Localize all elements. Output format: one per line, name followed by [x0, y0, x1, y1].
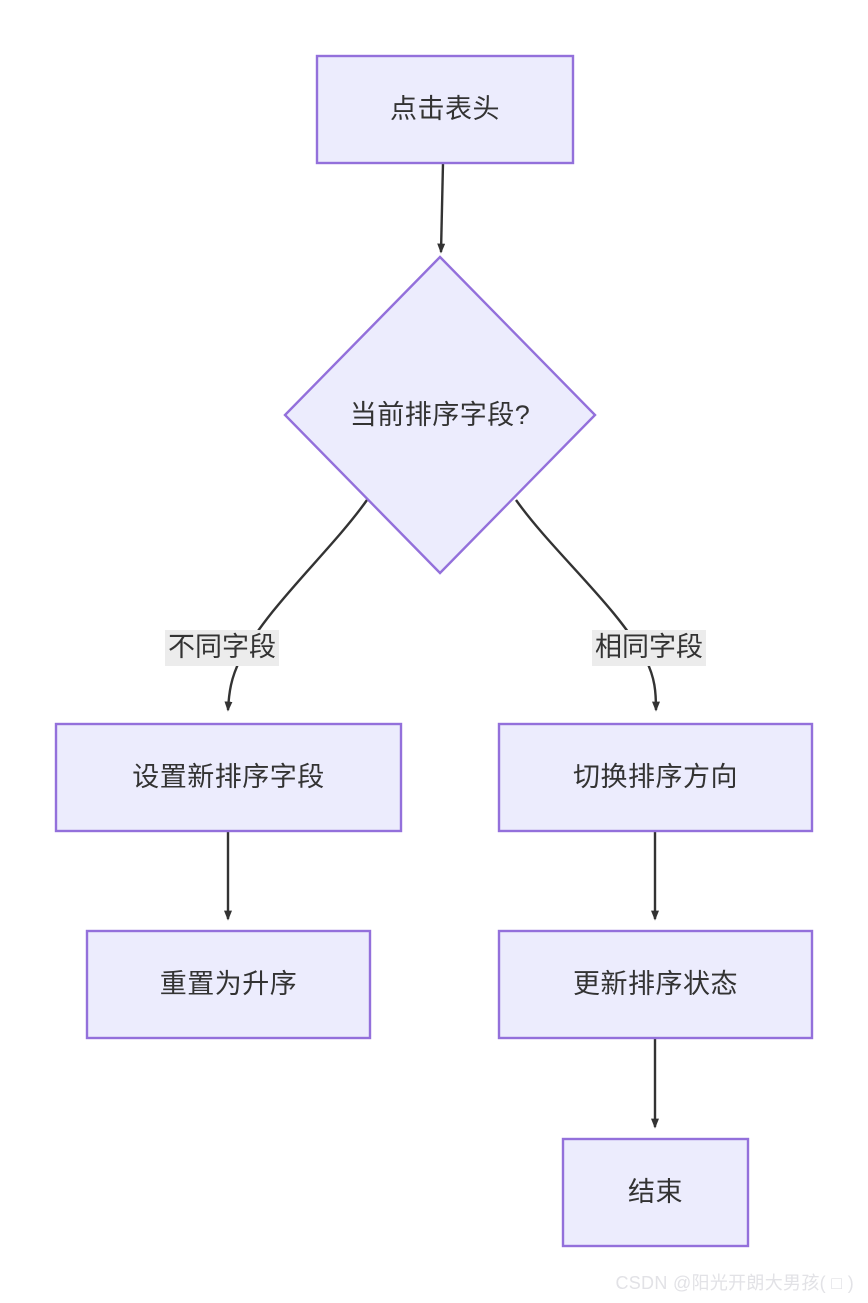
node-set-new-sort-field-shape[interactable] — [54, 722, 403, 833]
node-update-sort-state-shape[interactable] — [497, 929, 814, 1040]
watermark-text: CSDN @阳光开朗大男孩( □ ) — [615, 1273, 854, 1293]
edge-label-text-different-field: 不同字段 — [168, 632, 276, 662]
csdn-watermark: CSDN @阳光开朗大男孩( □ ) — [615, 1269, 854, 1295]
edge-decision-to-toggle-sort-direction — [515, 499, 660, 712]
node-shape-group — [54, 54, 814, 1248]
node-click-header-shape[interactable] — [315, 54, 575, 165]
node-current-sort-field-shape[interactable] — [283, 255, 597, 575]
edge-click-header-to-decision — [437, 162, 446, 254]
edge-label-same-field: 相同字段 — [592, 630, 706, 666]
edge-label-text-same-field: 相同字段 — [595, 632, 703, 662]
node-reset-ascending-shape[interactable] — [85, 929, 372, 1040]
edge-label-different-field: 不同字段 — [165, 630, 279, 666]
node-toggle-sort-direction-shape[interactable] — [497, 722, 814, 833]
edge-decision-to-set-new-sort-field — [224, 499, 368, 712]
node-end-shape[interactable] — [561, 1137, 750, 1248]
